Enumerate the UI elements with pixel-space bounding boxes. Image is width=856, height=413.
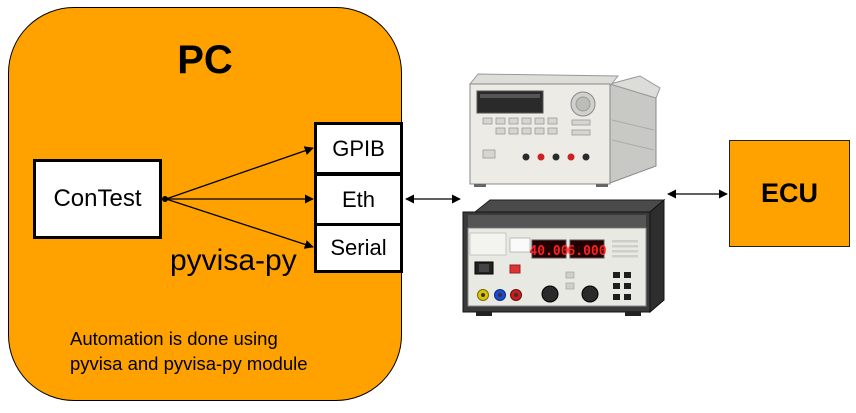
- eth-label: Eth: [341, 186, 376, 212]
- voltage-display: 40.00: [529, 244, 568, 259]
- arrow-origin-dot: [162, 196, 168, 202]
- library-label: pyvisa-py: [170, 244, 297, 277]
- arrow-to-serial: [165, 198, 314, 249]
- serial-label: Serial: [330, 235, 387, 260]
- contest-label: ConTest: [53, 185, 142, 212]
- automation-note: Automation is done using pyvisa and pyvi…: [70, 326, 308, 376]
- ecu-label: ECU: [760, 178, 818, 208]
- gpib-label: GPIB: [332, 135, 385, 161]
- ecu-box: ECU: [729, 140, 850, 247]
- note-line-1: Automation is done using: [70, 328, 278, 349]
- eth-port: Eth: [314, 173, 403, 226]
- note-line-2: pyvisa and pyvisa-py module: [70, 353, 308, 374]
- gpib-port: GPIB: [314, 122, 403, 175]
- pc-title: PC: [177, 38, 233, 82]
- arrow-to-gpib: [165, 146, 314, 200]
- current-display: 6.000: [567, 244, 606, 259]
- serial-port: Serial: [314, 223, 403, 273]
- contest-box: ConTest: [33, 159, 162, 239]
